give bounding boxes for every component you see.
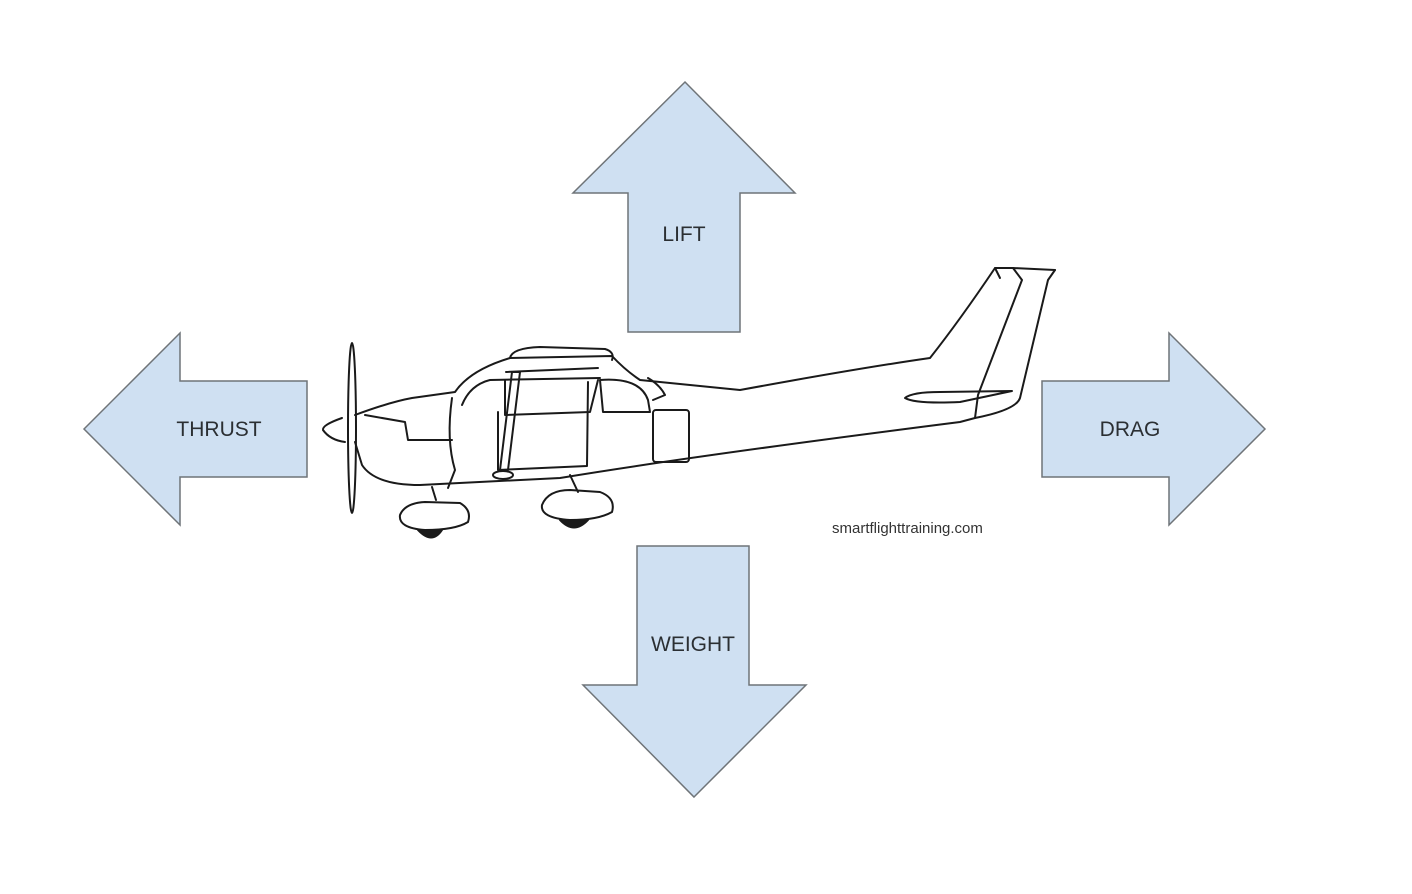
lift-arrow	[571, 80, 797, 333]
drag-arrow	[1041, 331, 1267, 527]
weight-arrow	[581, 545, 808, 799]
drag-label: DRAG	[1099, 418, 1161, 441]
credit-text: smartflighttraining.com	[832, 520, 983, 537]
lift-label: LIFT	[662, 223, 706, 246]
thrust-label: THRUST	[176, 418, 262, 441]
airplane-drawing	[322, 267, 1056, 539]
thrust-arrow	[82, 331, 308, 527]
weight-label: WEIGHT	[651, 633, 735, 656]
